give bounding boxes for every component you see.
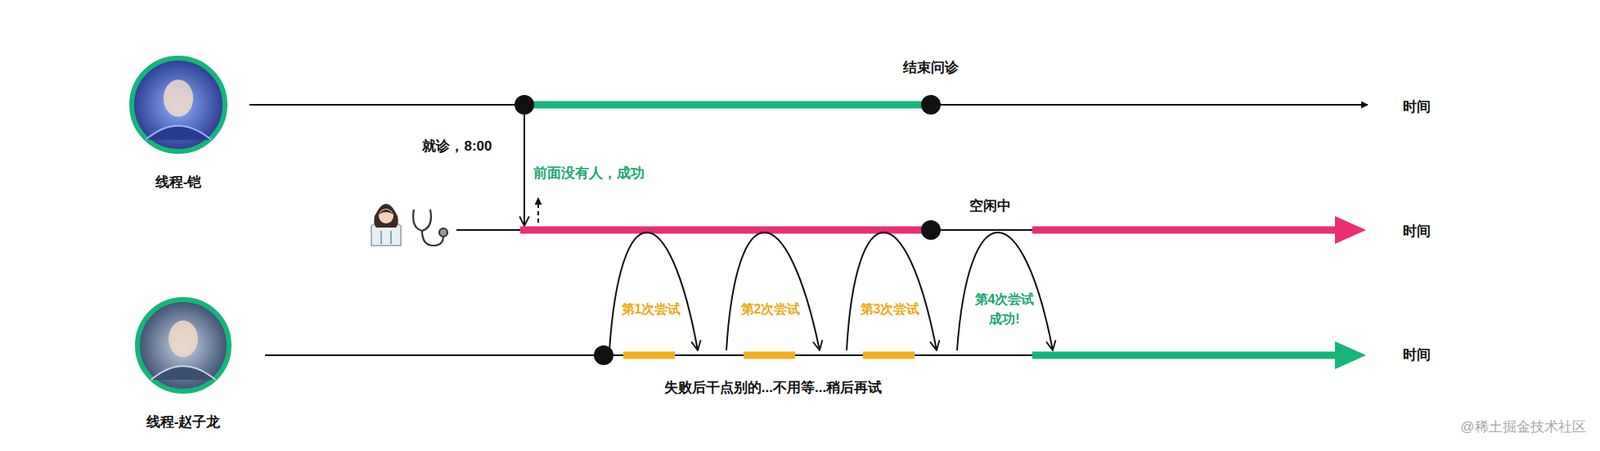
thread-name: 线程-铠 [112,172,244,192]
busy-bar [523,101,931,109]
timeline [265,354,1033,356]
result-label: 前面没有人，成功 [531,165,647,182]
doctor-icon [371,203,401,246]
axis-label: 时间 [1402,346,1431,364]
attempt-label: 成功! [987,310,1021,327]
thread-node: 线程-赵子龙 [117,294,249,432]
event-label: 就诊，8:00 [422,138,492,155]
stethoscope-icon [413,209,448,246]
event-dot [514,94,535,115]
state-label: 空闲中 [969,197,1012,215]
request-arrow [523,114,526,226]
timeline [249,103,1368,106]
event-dot [921,94,941,115]
event-label: 结束问诊 [903,59,959,77]
attempt-label: 第4次尝试 [973,291,1037,307]
other-work-bar [623,351,675,360]
other-work-bar [862,351,915,360]
timeline [456,229,521,231]
thread-node: 线程-铠 [112,53,244,192]
other-work-bar [743,351,796,360]
axis-label: 时间 [1402,223,1431,240]
thread-avatar [112,53,244,157]
arrow-head [1334,215,1367,244]
reply-arrow [537,197,540,223]
attempt-arcs [609,232,1053,351]
thread-name: 线程-赵子龙 [117,412,249,432]
attempt-label: 第1次尝试 [620,301,684,317]
busy-bar [1032,226,1342,234]
note-label: 失败后干点别的...不用等...稍后再试 [664,379,882,396]
busy-bar [1032,351,1342,360]
attempt-label: 第3次尝试 [858,301,922,317]
attempt-label: 第2次尝试 [739,301,803,317]
idle-line [930,229,1033,231]
axis-label: 时间 [1402,98,1431,116]
thread-avatar [117,294,249,396]
event-dot [593,345,614,365]
arrow-head [1334,341,1367,369]
busy-bar [520,226,931,234]
watermark: @稀土掘金技术社区 [1460,418,1586,436]
